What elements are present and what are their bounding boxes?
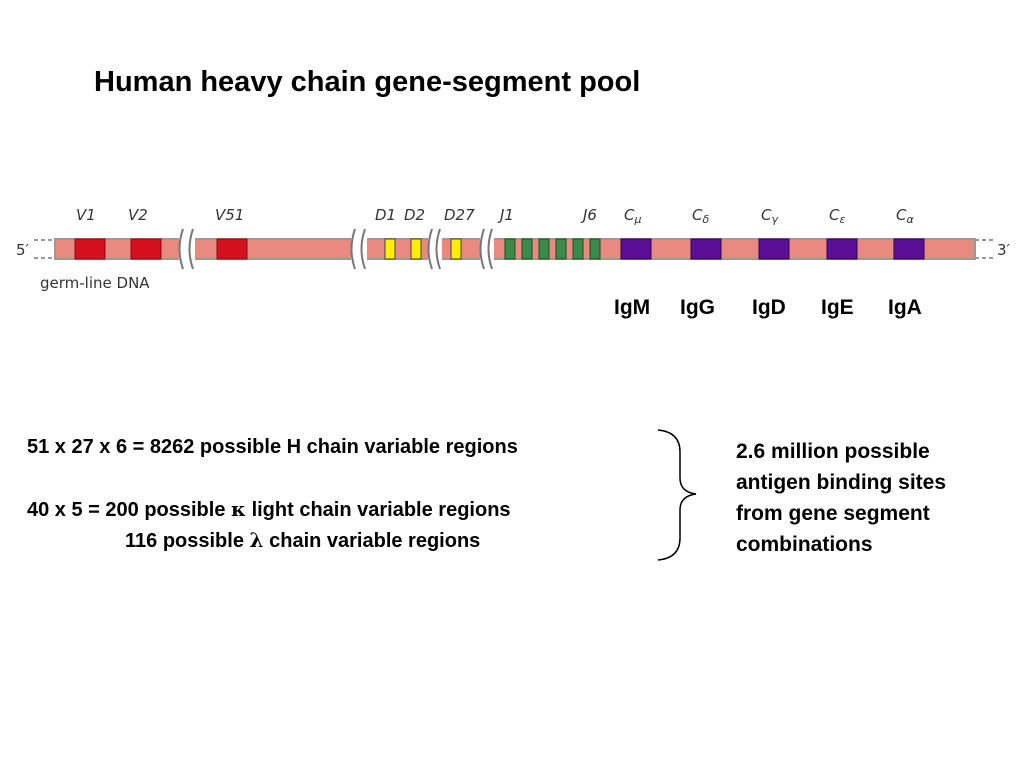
- v-segments: [74, 238, 248, 260]
- break-curve: [360, 228, 366, 270]
- j-segment: [555, 238, 567, 260]
- combination-summary: 2.6 million possible antigen binding sit…: [736, 436, 946, 560]
- kappa-chain-calculation: 40 x 5 = 200 possible κ light chain vari…: [27, 497, 511, 522]
- v51-label: V51: [215, 206, 244, 224]
- break-mark: [480, 233, 494, 265]
- v1-segment: [74, 238, 106, 260]
- c-gamma-label: Cγ: [761, 206, 778, 226]
- d-segments: [384, 238, 462, 260]
- c-mu-label: Cμ: [624, 206, 641, 226]
- break-mark: [428, 233, 442, 265]
- break-curve: [487, 228, 493, 270]
- lambda-prefix: 116 possible: [125, 530, 250, 552]
- break-curve: [178, 228, 184, 270]
- isotype-iga: IgA: [888, 296, 922, 319]
- j-segment: [572, 238, 584, 260]
- d1-label: D1: [375, 206, 396, 224]
- j-segments: [504, 238, 601, 260]
- break-curve: [479, 228, 485, 270]
- lambda-symbol: λ: [249, 528, 264, 552]
- three-prime-label: 3′: [997, 241, 1011, 259]
- curly-brace-path: [657, 429, 697, 561]
- j1-label: J1: [497, 206, 514, 224]
- d2-label: D2: [404, 206, 425, 224]
- break-curve: [188, 228, 194, 270]
- heavy-chain-calculation: 51 x 27 x 6 = 8262 possible H chain vari…: [27, 436, 518, 458]
- j-segment: [538, 238, 550, 260]
- summary-line: antigen binding sites: [736, 471, 947, 494]
- curly-brace: [657, 429, 697, 561]
- isotype-ige: IgE: [821, 296, 854, 319]
- isotype-igg: IgG: [680, 296, 715, 319]
- c-segments: [620, 238, 925, 260]
- c-epsilon-segment: [826, 238, 858, 260]
- isotype-igm: IgM: [614, 296, 651, 319]
- d-segment: [410, 238, 422, 260]
- d-segment: [384, 238, 396, 260]
- germline-dna-label: germ-line DNA: [40, 274, 150, 292]
- j-segment: [504, 238, 516, 260]
- c-delta-segment: [690, 238, 722, 260]
- j6-label: J6: [580, 206, 597, 224]
- kappa-suffix: light chain variable regions: [246, 499, 511, 521]
- isotype-igd: IgD: [752, 296, 786, 319]
- lambda-suffix: chain variable regions: [263, 530, 481, 552]
- v2-label: V2: [128, 206, 148, 224]
- v2-segment: [130, 238, 162, 260]
- c-gamma-segment: [758, 238, 790, 260]
- kappa-prefix: 40 x 5 = 200 possible: [27, 499, 232, 521]
- break-curves: [178, 228, 493, 270]
- kappa-symbol: κ: [231, 497, 247, 521]
- summary-line: 2.6 million possible: [736, 440, 930, 463]
- c-alpha-segment: [893, 238, 925, 260]
- c-mu-segment: [620, 238, 652, 260]
- slide-title: Human heavy chain gene-segment pool: [94, 66, 641, 98]
- summary-line: combinations: [736, 533, 873, 556]
- summary-line: from gene segment: [736, 502, 930, 525]
- c-delta-label: Cδ: [692, 206, 709, 226]
- five-prime-label: 5′: [16, 241, 30, 259]
- j-segment: [589, 238, 601, 260]
- break-curve: [427, 228, 433, 270]
- d27-label: D27: [444, 206, 475, 224]
- v51-segment: [216, 238, 248, 260]
- germline-dna-diagram: V1 V2 V51 D1 D2 D27 J1 J6 Cμ Cδ Cγ Cε Cα…: [16, 206, 1011, 292]
- d-segment: [450, 238, 462, 260]
- v1-label: V1: [76, 206, 96, 224]
- break-curve: [435, 228, 441, 270]
- break-curve: [350, 228, 356, 270]
- j-segment: [521, 238, 533, 260]
- lambda-chain-calculation: 116 possible λ chain variable regions: [125, 528, 480, 553]
- c-alpha-label: Cα: [896, 206, 914, 226]
- c-epsilon-label: Cε: [829, 206, 845, 226]
